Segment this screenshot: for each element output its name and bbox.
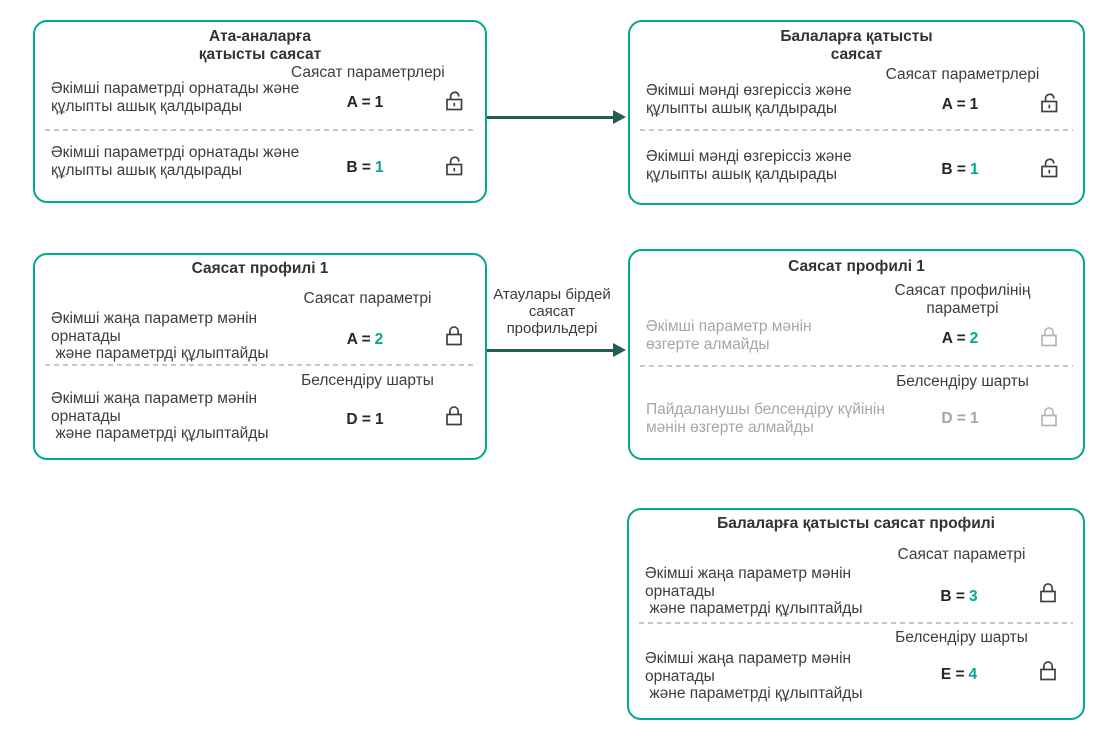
parameter-value: D =1 [900, 410, 1020, 428]
parameter-value: D =1 [305, 411, 425, 429]
parameter-value: B =1 [900, 161, 1020, 179]
unlocked-icon [1041, 158, 1058, 178]
parameter-name: A = [941, 96, 966, 113]
parameter-name: B = [941, 161, 966, 178]
unlocked-icon [446, 156, 463, 176]
parameter-name: D = [346, 411, 371, 428]
parameter-number: 3 [968, 588, 978, 605]
box-title: Саясат профилі 1 [788, 258, 925, 275]
dashed-divider [640, 365, 1073, 367]
parameter-value: E =4 [899, 666, 1019, 684]
locked-icon [1040, 661, 1056, 681]
row-description: Әкімші параметр мәнін өзгерте алмайды [646, 318, 812, 353]
parameter-value: A =1 [305, 94, 425, 112]
parameter-number: 1 [969, 161, 979, 178]
section-heading: Саясат параметрлері [291, 64, 445, 81]
section-heading: Саясат профилінің параметрі [894, 282, 1031, 317]
section-heading: Саясат параметрі [303, 290, 432, 307]
box-title: Саясат профилі 1 [191, 260, 329, 277]
row-description: Пайдаланушы белсендіру күйінін мәнін өзг… [646, 401, 885, 436]
dashed-divider [45, 129, 475, 131]
parameter-number: 2 [374, 331, 384, 348]
parent-policy-box: Ата-аналарға қатысты саясат Саясат парам… [33, 20, 487, 203]
parameter-number: 1 [969, 410, 979, 427]
parameter-number: 1 [374, 159, 384, 176]
box-title: Ата-аналарға қатысты саясат [198, 28, 322, 63]
locked-icon [446, 326, 462, 346]
profile-inheritance-arrow-head [613, 343, 626, 357]
parameter-name: B = [346, 159, 371, 176]
locked-icon [1041, 327, 1057, 347]
row-description: Әкімші жаңа параметр мәнін орнатады және… [51, 310, 269, 362]
inheritance-arrow-head [613, 110, 626, 124]
dashed-divider [45, 364, 475, 366]
locked-icon [1041, 407, 1057, 427]
row-description: Әкімші жаңа параметр мәнін орнатады және… [645, 650, 863, 702]
parameter-value: B =3 [899, 588, 1019, 606]
parameter-number: 4 [968, 666, 978, 683]
parameter-name: A = [346, 94, 371, 111]
parameter-value: A =2 [305, 331, 425, 349]
child-policy-box: Балаларға қатысты саясат Саясат параметр… [628, 20, 1085, 205]
row-description: Әкімші жаңа параметр мәнін орнатады және… [51, 390, 269, 442]
box-title: Балаларға қатысты саясат [780, 28, 933, 63]
parameter-number: 1 [374, 94, 384, 111]
unlocked-icon [446, 91, 463, 111]
section-heading: Белсендіру шарты [301, 372, 434, 389]
effective-policy-profile-box: Саясат профилі 1 Саясат профилінің парам… [628, 249, 1085, 460]
arrow-label: Атаулары бірдей саясат профильдері [493, 286, 611, 337]
locked-icon [446, 406, 462, 426]
row-description: Әкімші мәнді өзгеріссіз және құлыпты ашы… [646, 148, 852, 183]
parameter-value: A =1 [900, 96, 1020, 114]
row-description: Әкімші параметрді орнатады және құлыпты … [51, 144, 300, 179]
parameter-name: D = [941, 410, 966, 427]
dashed-divider [640, 129, 1073, 131]
inheritance-arrow [487, 116, 615, 119]
parameter-name: B = [940, 588, 965, 605]
dashed-divider [639, 622, 1073, 624]
parameter-name: A = [346, 331, 371, 348]
parameter-number: 2 [969, 330, 979, 347]
section-heading: Белсендіру шарты [896, 373, 1029, 390]
parameter-name: E = [940, 666, 965, 683]
policy-profile-box: Саясат профилі 1 Саясат параметрі Әкімші… [33, 253, 487, 460]
parameter-value: B =1 [305, 159, 425, 177]
row-description: Әкімші параметрді орнатады және құлыпты … [51, 80, 300, 115]
box-title: Балаларға қатысты саясат профилі [717, 515, 995, 532]
unlocked-icon [1041, 93, 1058, 113]
child-policy-profile-box: Балаларға қатысты саясат профилі Саясат … [627, 508, 1085, 720]
locked-icon [1040, 583, 1056, 603]
parameter-number: 1 [374, 411, 384, 428]
row-description: Әкімші жаңа параметр мәнін орнатады және… [645, 565, 863, 617]
section-heading: Саясат параметрі [897, 546, 1026, 563]
profile-inheritance-arrow [487, 349, 615, 352]
row-description: Әкімші мәнді өзгеріссіз және құлыпты ашы… [646, 82, 852, 117]
parameter-number: 1 [969, 96, 979, 113]
section-heading: Белсендіру шарты [895, 629, 1028, 646]
parameter-name: A = [941, 330, 966, 347]
parameter-value: A =2 [900, 330, 1020, 348]
section-heading: Саясат параметрлері [885, 66, 1040, 83]
